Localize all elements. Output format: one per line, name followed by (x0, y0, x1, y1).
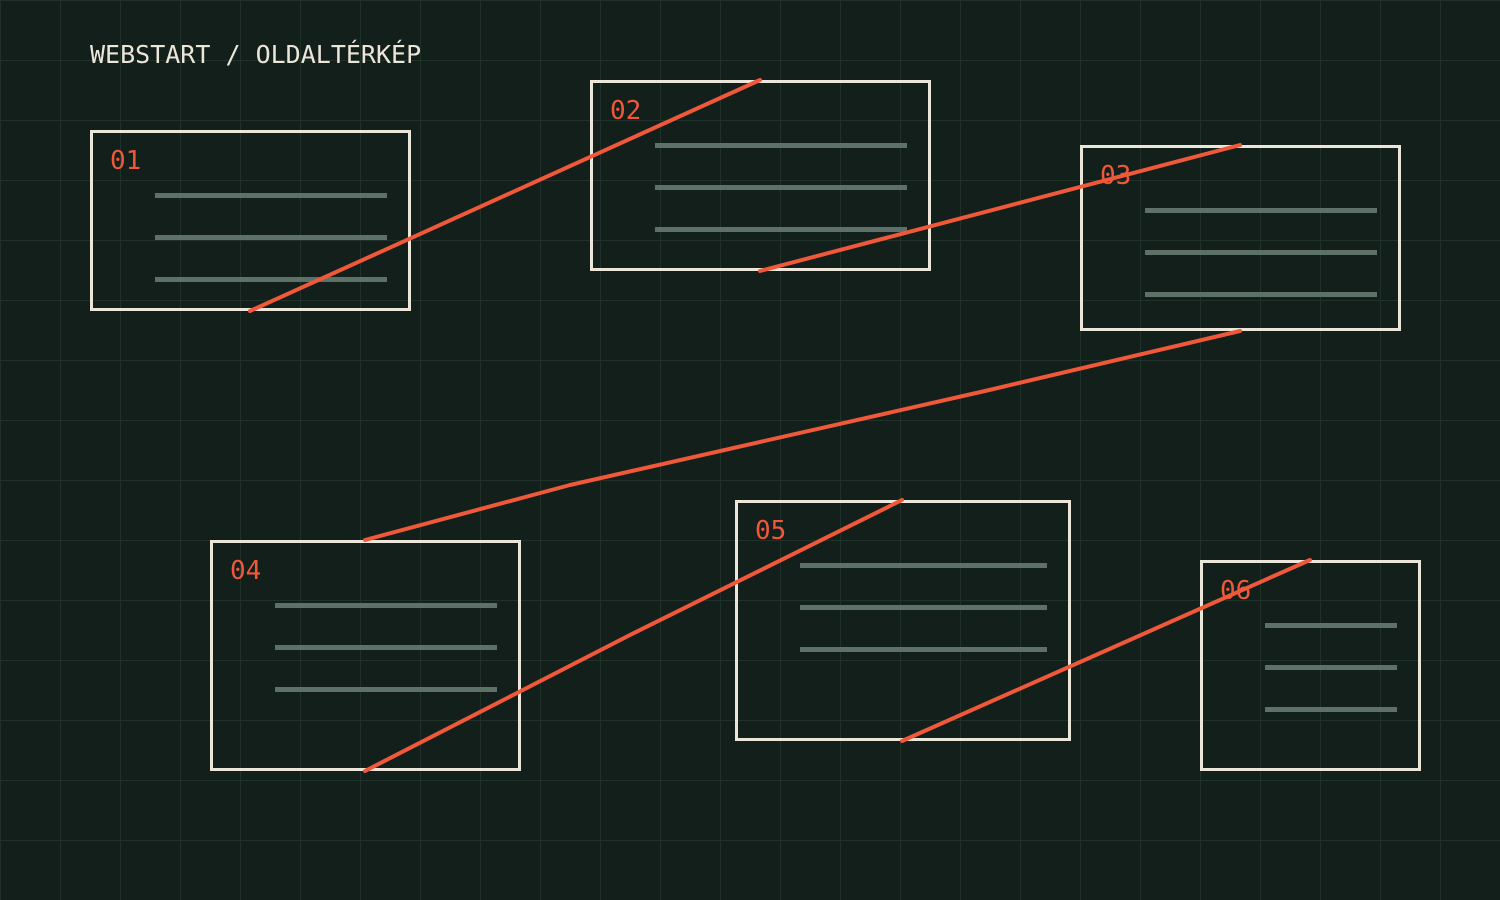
page-card-06[interactable]: 06 (1200, 560, 1421, 771)
text-line-placeholder (800, 563, 1047, 568)
text-line-placeholder (275, 687, 497, 692)
page-number: 01 (110, 146, 142, 176)
page-card-04[interactable]: 04 (210, 540, 521, 771)
text-line-placeholder (1265, 707, 1397, 712)
text-line-placeholder (155, 277, 387, 282)
text-line-placeholder (655, 227, 907, 232)
page-number: 04 (230, 556, 262, 586)
text-line-placeholder (1145, 208, 1377, 213)
text-line-placeholder (155, 235, 387, 240)
text-line-placeholder (1145, 292, 1377, 297)
text-line-placeholder (1265, 623, 1397, 628)
page-number: 06 (1220, 576, 1252, 606)
text-line-placeholder (655, 185, 907, 190)
text-line-placeholder (155, 193, 387, 198)
text-line-placeholder (1145, 250, 1377, 255)
text-line-placeholder (800, 605, 1047, 610)
page-number: 02 (610, 96, 642, 126)
text-line-placeholder (800, 647, 1047, 652)
page-card-01[interactable]: 01 (90, 130, 411, 311)
page-card-05[interactable]: 05 (735, 500, 1071, 741)
text-line-placeholder (655, 143, 907, 148)
page-card-03[interactable]: 03 (1080, 145, 1401, 331)
page-number: 05 (755, 516, 787, 546)
text-line-placeholder (275, 645, 497, 650)
page-card-02[interactable]: 02 (590, 80, 931, 271)
text-line-placeholder (1265, 665, 1397, 670)
text-line-placeholder (275, 603, 497, 608)
page-number: 03 (1100, 161, 1132, 191)
page-title: WEBSTART / OLDALTÉRKÉP (90, 40, 422, 69)
